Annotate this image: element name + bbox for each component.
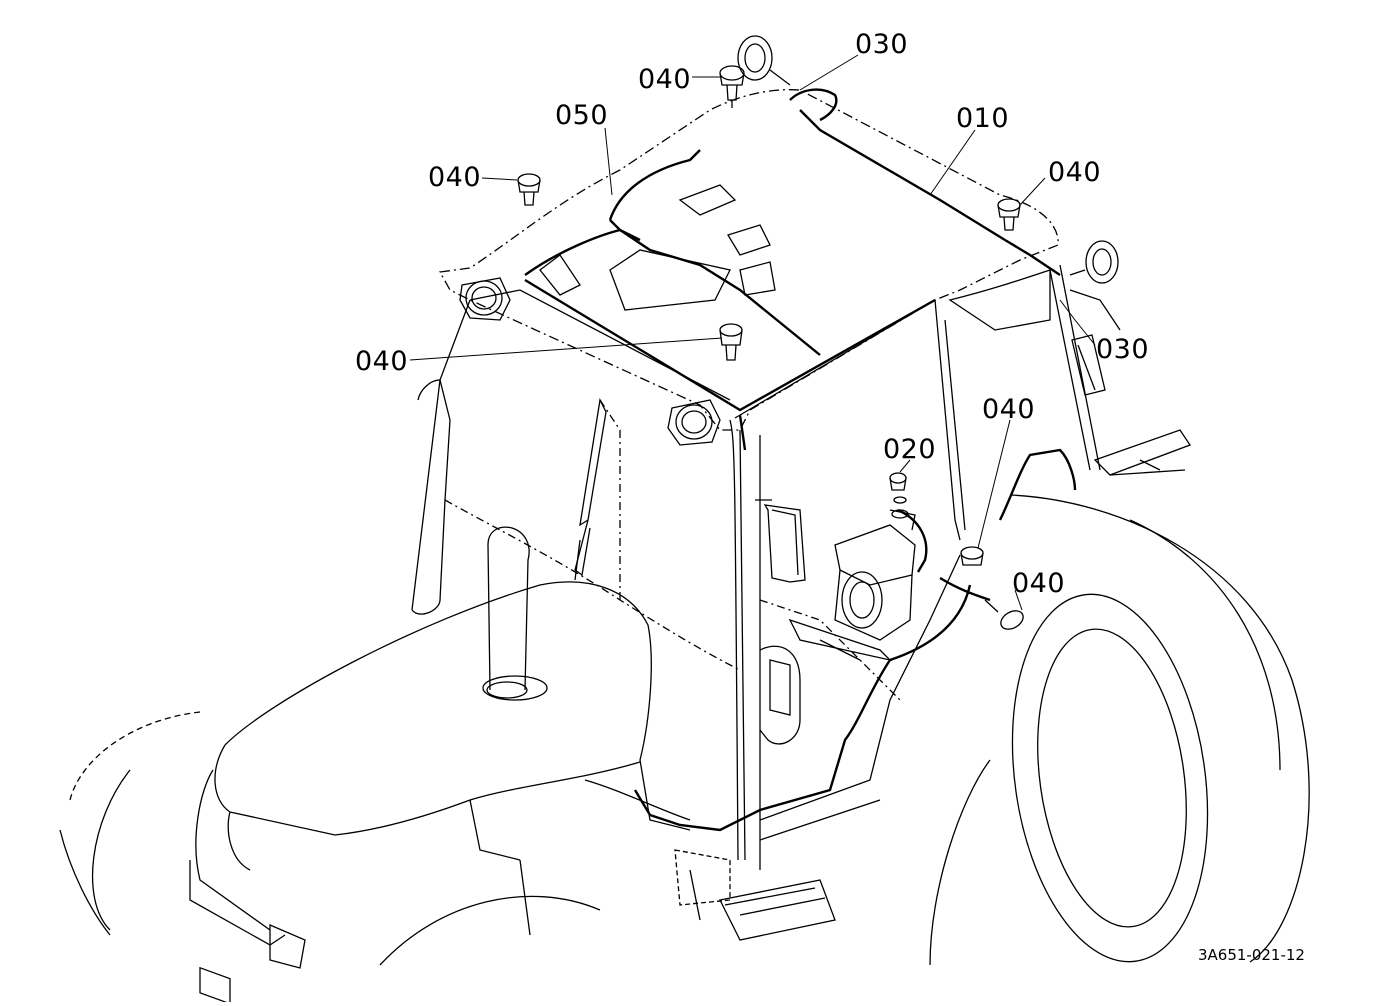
bolt-left bbox=[517, 173, 541, 206]
front-wheel bbox=[59, 711, 601, 966]
callout-040-bottom: 040 bbox=[1012, 568, 1065, 599]
callout-040-left: 040 bbox=[428, 162, 481, 193]
bolt-right bbox=[997, 198, 1021, 231]
callout-050: 050 bbox=[555, 100, 608, 131]
cab-door bbox=[674, 554, 961, 941]
bolt-bottom bbox=[984, 599, 1024, 630]
callout-labels: 030 040 050 010 040 040 040 030 040 020 … bbox=[355, 29, 1305, 964]
rear-top-work-light bbox=[737, 35, 791, 86]
rear-right-work-light bbox=[1069, 240, 1121, 331]
callout-030-right: 030 bbox=[1096, 334, 1149, 365]
hood bbox=[189, 581, 691, 1005]
bolt-mid bbox=[719, 323, 743, 361]
callout-040-mid: 040 bbox=[355, 346, 408, 377]
leader-lines bbox=[409, 54, 1096, 611]
callout-030-top: 030 bbox=[855, 29, 908, 60]
callout-010: 010 bbox=[956, 103, 1009, 134]
wire-harness bbox=[524, 88, 1077, 832]
bolts bbox=[517, 65, 1024, 630]
cab-roof bbox=[438, 89, 1059, 431]
rear-fender-lights bbox=[1093, 429, 1191, 476]
side-mirror bbox=[755, 499, 806, 583]
rear-lamp bbox=[1071, 334, 1106, 396]
front-left-work-light bbox=[459, 277, 511, 321]
bolt-top bbox=[719, 65, 745, 108]
rear-wheel bbox=[929, 494, 1310, 966]
wiper bbox=[574, 397, 607, 581]
bolt-lower bbox=[960, 546, 984, 566]
exhaust-pipe bbox=[482, 526, 548, 701]
callout-040-lower: 040 bbox=[982, 394, 1035, 425]
drawing-code: 3A651-021-12 bbox=[1198, 946, 1305, 964]
callout-040-top: 040 bbox=[638, 64, 691, 95]
callout-040-right: 040 bbox=[1048, 157, 1101, 188]
seat-assembly bbox=[788, 509, 916, 662]
callout-020: 020 bbox=[883, 434, 936, 465]
front-right-work-light bbox=[667, 399, 721, 446]
bolt-020 bbox=[889, 472, 909, 519]
cab-frame bbox=[411, 264, 1101, 870]
